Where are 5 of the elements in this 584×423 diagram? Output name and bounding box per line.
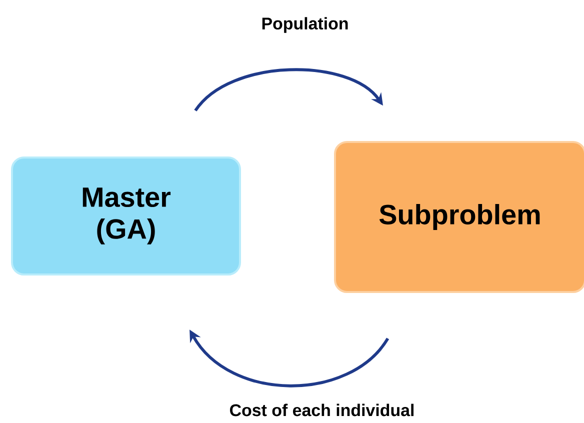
process-box: Master (GA) (11, 156, 241, 276)
curved-arrow (194, 68, 383, 112)
edge-label: Population (262, 17, 348, 33)
process-box: Subproblem (334, 141, 584, 293)
edge-label: Cost of each individual (230, 404, 414, 416)
